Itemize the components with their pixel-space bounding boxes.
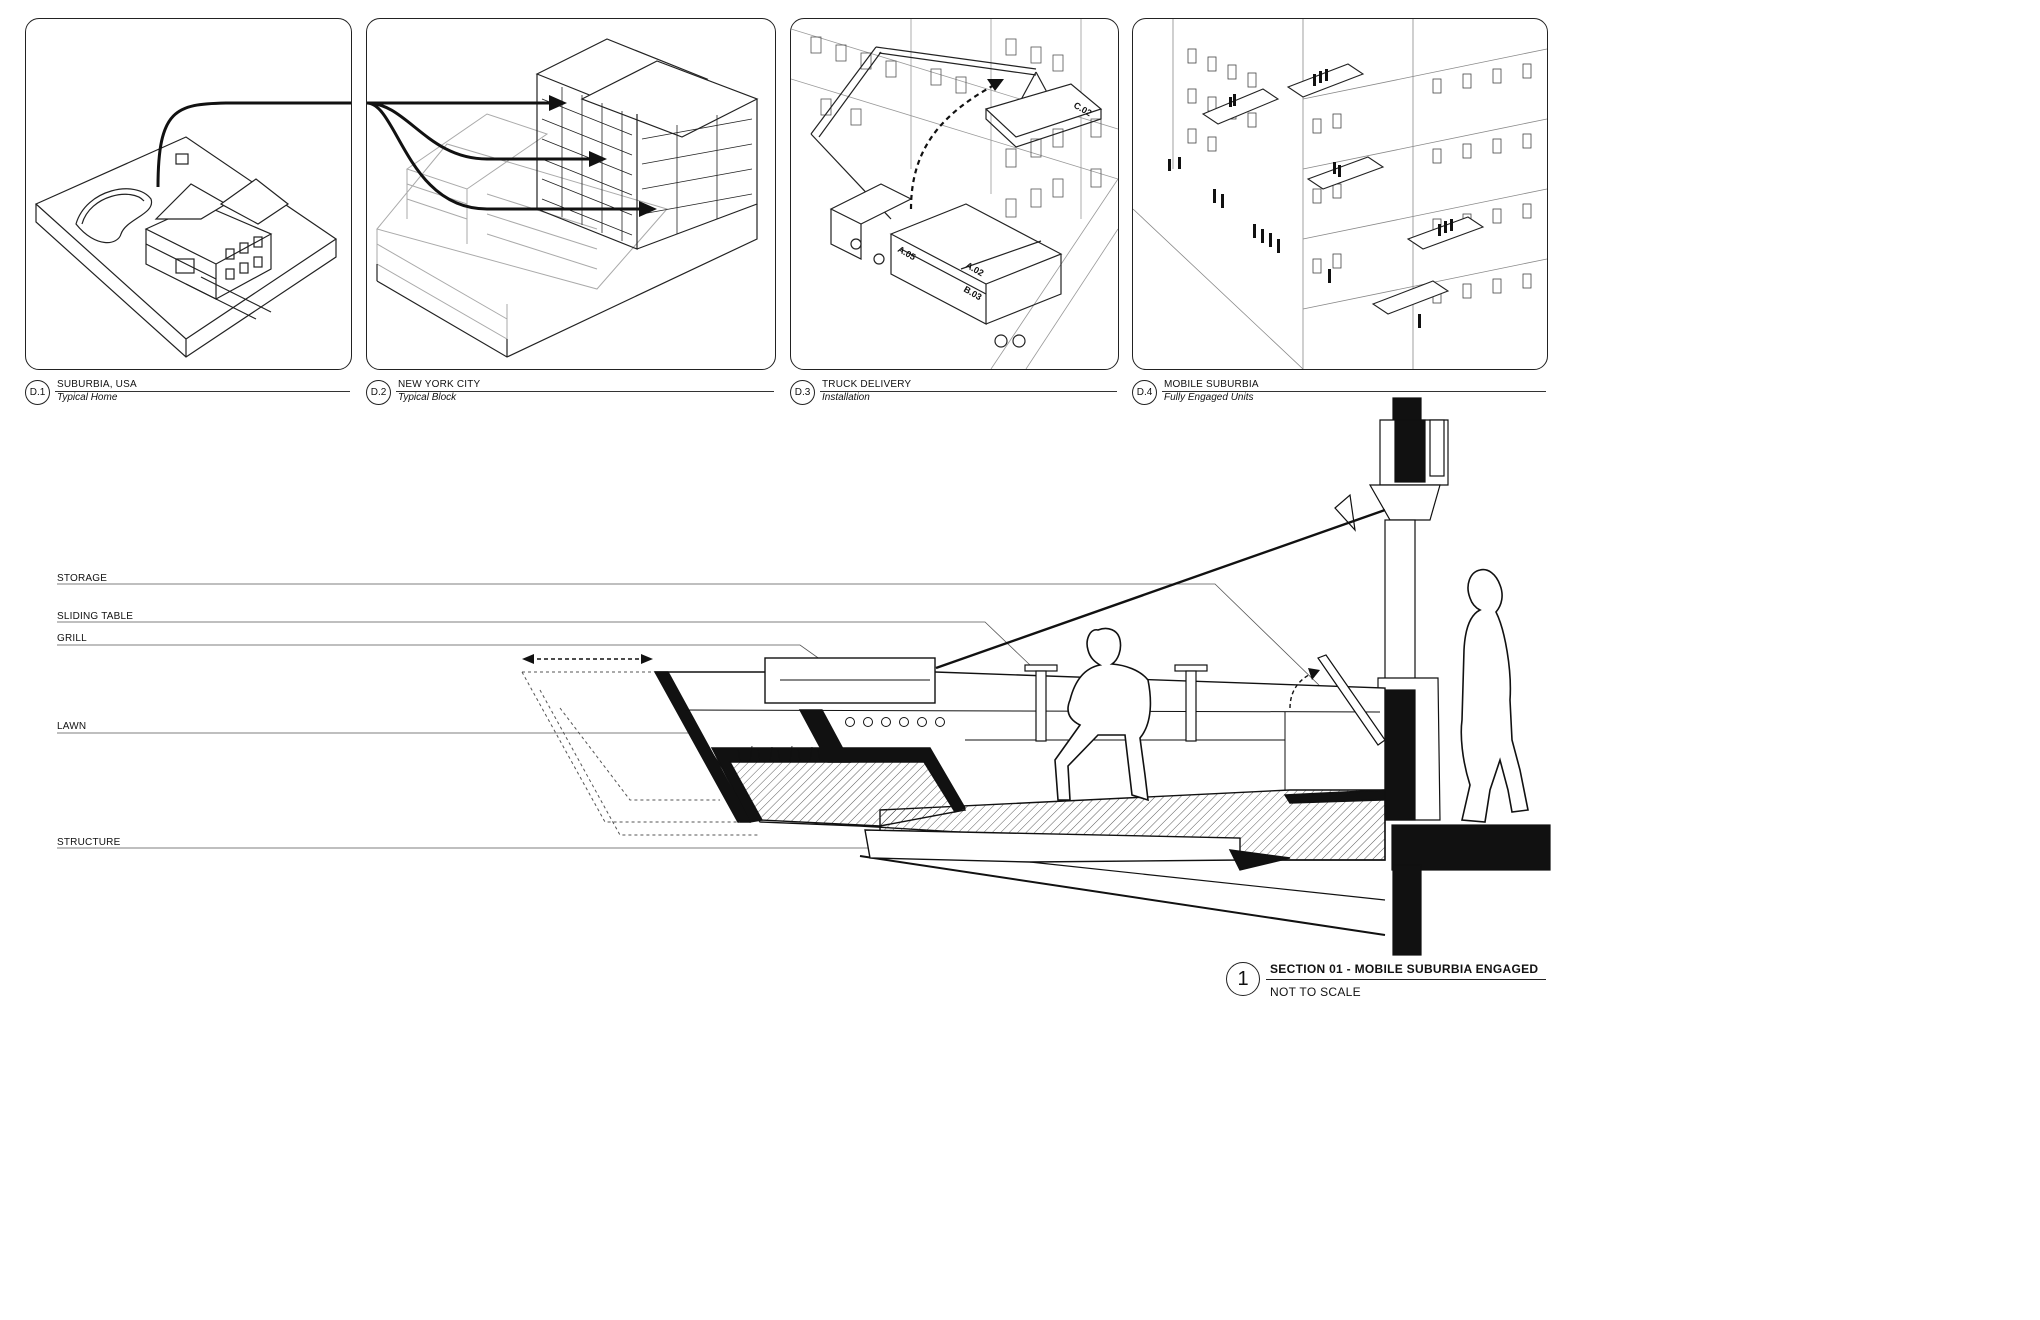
- section-title: SECTION 01 - MOBILE SUBURBIA ENGAGED: [1270, 962, 1539, 976]
- caption-d3: D.3 TRUCK DELIVERY Installation: [790, 378, 1117, 405]
- caption-rule: [1162, 391, 1546, 392]
- label-structure: STRUCTURE: [57, 837, 121, 848]
- caption-d2: D.2 NEW YORK CITY Typical Block: [366, 378, 774, 405]
- caption-subtitle: Installation: [822, 392, 870, 403]
- panel-d4-mobile-suburbia: [1132, 18, 1548, 370]
- flow-arrow: [156, 101, 351, 188]
- panel-d1-suburbia: [25, 18, 352, 370]
- caption-number: D.1: [25, 380, 50, 405]
- caption-title: MOBILE SUBURBIA: [1164, 379, 1259, 390]
- caption-title: NEW YORK CITY: [398, 379, 481, 390]
- leader-lawn: [57, 732, 761, 746]
- caption-subtitle: Typical Home: [57, 392, 118, 403]
- leader-grill: [57, 644, 839, 673]
- sitting-person-figure: [1054, 627, 1152, 802]
- facade-units-drawing: [1133, 19, 1547, 369]
- label-storage: STORAGE: [57, 573, 108, 584]
- caption-title: SUBURBIA, USA: [57, 379, 137, 390]
- caption-rule: [55, 391, 350, 392]
- unit-tag-b03: B.03: [962, 284, 983, 302]
- caption-rule: [820, 391, 1117, 392]
- caption-d1: D.1 SUBURBIA, USA Typical Home: [25, 378, 350, 405]
- flow-arrow-2: [367, 101, 597, 161]
- section-title-block: 1 SECTION 01 - MOBILE SUBURBIA ENGAGED N…: [1226, 960, 1546, 1004]
- title-rule: [1266, 979, 1546, 980]
- caption-number: D.4: [1132, 380, 1157, 405]
- suburban-house-drawing: [34, 101, 351, 358]
- leader-sliding-table: [57, 621, 1031, 666]
- caption-subtitle: Fully Engaged Units: [1164, 392, 1254, 403]
- caption-rule: [396, 391, 774, 392]
- caption-number: D.2: [366, 380, 391, 405]
- panel-d2-nyc: [366, 18, 776, 370]
- panel-d3-truck: C.02 A.05 A.02 B.03: [790, 18, 1119, 370]
- caption-subtitle: Typical Block: [398, 392, 457, 403]
- caption-d4: D.4 MOBILE SUBURBIA Fully Engaged Units: [1132, 378, 1546, 405]
- section-number: 1: [1226, 962, 1260, 996]
- caption-title: TRUCK DELIVERY: [822, 379, 912, 390]
- section-scale-note: NOT TO SCALE: [1270, 985, 1361, 999]
- section-drawing: [57, 397, 1551, 956]
- caption-number: D.3: [790, 380, 815, 405]
- crane-truck-drawing: C.02 A.05 A.02 B.03: [791, 19, 1118, 369]
- city-block-drawing: [367, 38, 759, 358]
- label-lawn: LAWN: [57, 721, 87, 732]
- standing-person-figure: [1460, 568, 1529, 823]
- flow-arrow-3: [367, 101, 647, 211]
- label-sliding-table: SLIDING TABLE: [57, 611, 134, 622]
- label-grill: GRILL: [57, 633, 87, 644]
